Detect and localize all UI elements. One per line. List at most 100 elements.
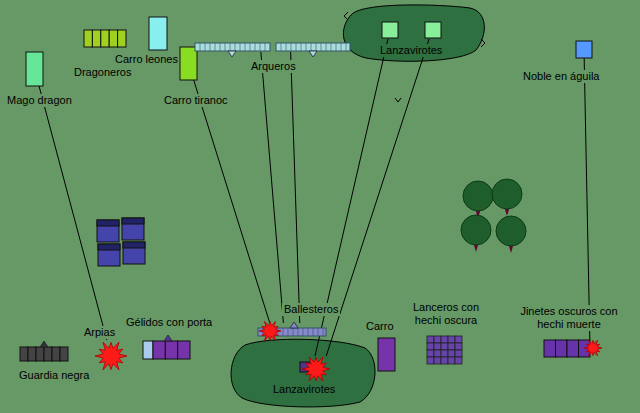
unit-model bbox=[434, 357, 441, 364]
unit: Carro tiranoc bbox=[180, 47, 197, 80]
model-divider bbox=[265, 43, 266, 51]
unit-figure bbox=[94, 340, 128, 372]
unit-rank bbox=[92, 30, 100, 47]
unit-rank bbox=[52, 347, 60, 361]
unit-rank bbox=[544, 340, 556, 357]
model-divider bbox=[316, 43, 317, 51]
unit-rank bbox=[101, 30, 109, 47]
unit-model bbox=[455, 350, 462, 357]
unit-label: Guardia negra bbox=[17, 369, 91, 382]
unit: Lanzavirotes bbox=[382, 21, 442, 39]
impact-burst bbox=[584, 340, 602, 356]
unit-rank bbox=[178, 341, 190, 359]
direction-mark bbox=[481, 39, 485, 47]
model-divider bbox=[336, 43, 337, 51]
unit-block bbox=[382, 22, 398, 38]
unit-model bbox=[441, 357, 448, 364]
unit-label: Gélidos con porta bbox=[124, 316, 214, 329]
model-divider bbox=[286, 43, 287, 51]
forest bbox=[343, 5, 484, 61]
unit-rank bbox=[556, 340, 568, 357]
unit-model bbox=[427, 350, 434, 357]
unit-model bbox=[441, 350, 448, 357]
line-of-fire bbox=[261, 52, 284, 323]
model-divider bbox=[313, 328, 314, 336]
unit-rank bbox=[567, 340, 579, 357]
unit: Arpias bbox=[94, 340, 128, 372]
trees bbox=[461, 179, 526, 253]
model-divider bbox=[210, 43, 211, 51]
unit-model bbox=[427, 336, 434, 343]
forest bbox=[231, 339, 375, 407]
unit-rank bbox=[60, 347, 68, 361]
command-marker bbox=[290, 322, 298, 328]
model-divider bbox=[291, 43, 292, 51]
unit-figure bbox=[576, 41, 592, 58]
unit-model bbox=[427, 357, 434, 364]
unit-rank bbox=[109, 30, 117, 47]
direction-mark bbox=[344, 12, 348, 20]
unit-model bbox=[455, 343, 462, 350]
unit: Dragoneros bbox=[84, 30, 126, 47]
model-divider bbox=[245, 43, 246, 51]
line-of-fire bbox=[194, 80, 270, 323]
model-divider bbox=[235, 43, 236, 51]
unit-figure bbox=[180, 47, 197, 80]
unit-model bbox=[427, 343, 434, 350]
unit: Noble en águila bbox=[576, 41, 592, 58]
model-divider bbox=[255, 43, 256, 51]
command-marker bbox=[164, 335, 172, 341]
unit-block bbox=[143, 341, 153, 359]
model-divider bbox=[323, 328, 324, 336]
line-of-fire bbox=[291, 52, 300, 323]
model-divider bbox=[341, 43, 342, 51]
unit: Guardia negra bbox=[20, 342, 68, 361]
model-divider bbox=[306, 43, 307, 51]
model-divider bbox=[346, 43, 347, 51]
unit-model bbox=[434, 343, 441, 350]
unit: Mago dragon bbox=[26, 52, 43, 86]
unit: Jinetes oscuros con hechi muerte bbox=[544, 340, 600, 357]
unit-rank bbox=[153, 341, 165, 359]
model-divider bbox=[318, 328, 319, 336]
unit-model bbox=[448, 357, 455, 364]
unit-label: Carro tiranoc bbox=[162, 94, 230, 107]
unit: Lanceros con hechi oscura bbox=[427, 336, 462, 364]
unit-label: Carro leones bbox=[113, 53, 180, 66]
unit-model bbox=[448, 350, 455, 357]
unit-figure bbox=[427, 336, 462, 364]
unit-model bbox=[441, 343, 448, 350]
model-divider bbox=[281, 43, 282, 51]
command-marker bbox=[40, 341, 48, 347]
model-divider bbox=[311, 43, 312, 51]
model-divider bbox=[205, 43, 206, 51]
model-divider bbox=[288, 328, 289, 336]
model-divider bbox=[293, 328, 294, 336]
unit-label: Arqueros bbox=[249, 60, 298, 73]
line-of-fire bbox=[584, 58, 590, 340]
unit-figure bbox=[258, 323, 326, 337]
model-divider bbox=[200, 43, 201, 51]
unit: Carro leones bbox=[149, 17, 167, 50]
unit-figure bbox=[382, 21, 442, 39]
unit-label: Lanzavirotes bbox=[271, 383, 337, 396]
unit-rank bbox=[84, 30, 92, 47]
unit-label: Noble en águila bbox=[521, 70, 601, 83]
unit-model bbox=[434, 336, 441, 343]
model-divider bbox=[296, 43, 297, 51]
unit-figure bbox=[300, 356, 332, 382]
unit-rank bbox=[44, 347, 52, 361]
unit-figure bbox=[544, 340, 600, 357]
model-divider bbox=[220, 43, 221, 51]
model-divider bbox=[260, 43, 261, 51]
unit-model bbox=[441, 336, 448, 343]
impact-burst bbox=[302, 357, 330, 381]
unit-figure bbox=[20, 342, 68, 361]
impact-burst bbox=[259, 321, 281, 340]
unit-rank bbox=[36, 347, 44, 361]
unit-line bbox=[276, 43, 350, 51]
unit: Carro bbox=[378, 338, 395, 371]
unit: Gélidos con porta bbox=[143, 341, 190, 359]
model-divider bbox=[283, 328, 284, 336]
